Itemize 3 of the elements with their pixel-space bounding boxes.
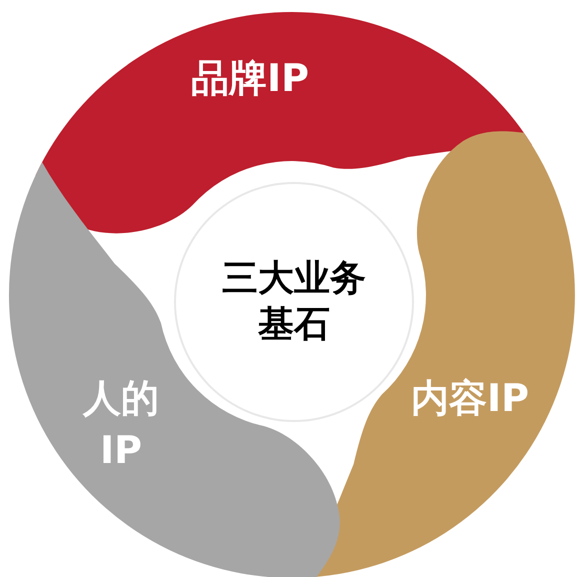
center-circle: 三大业务基石 [176, 184, 412, 420]
segment-label: 人的IP [78, 372, 164, 476]
segment-label: 品牌IP [165, 52, 335, 104]
